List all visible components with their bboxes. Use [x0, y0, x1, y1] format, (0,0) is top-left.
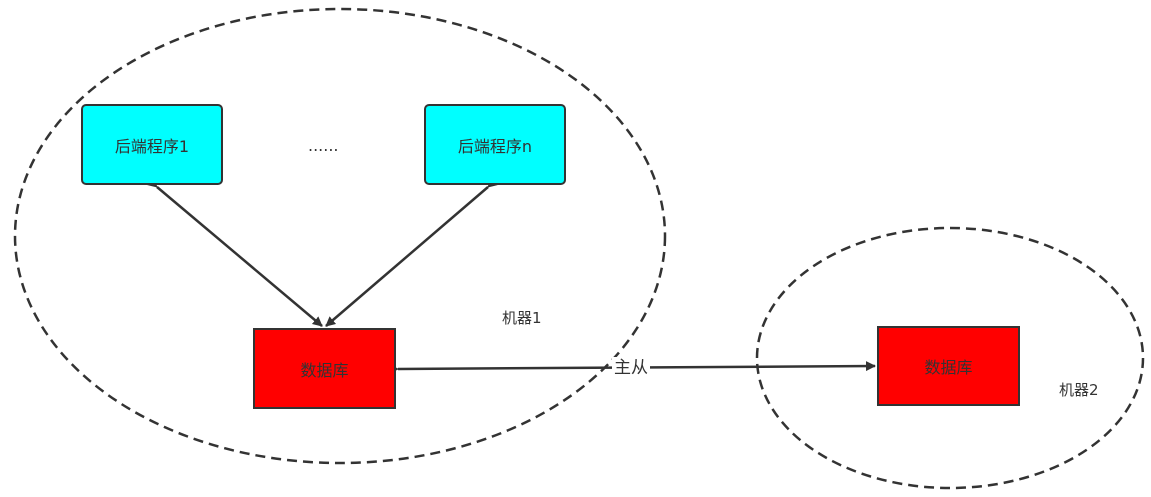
- backend-program-n-label: 后端程序n: [457, 136, 533, 156]
- database-primary-node[interactable]: 数据库: [253, 328, 396, 409]
- backend-program-n-node[interactable]: 后端程序n: [424, 104, 566, 185]
- database-replica-node[interactable]: 数据库: [877, 326, 1020, 406]
- machine-2-label: 机器2: [1059, 381, 1099, 399]
- connector-backend-n-db: [325, 177, 499, 327]
- machine-2-boundary: [755, 226, 1145, 490]
- backend-program-1-label: 后端程序1: [114, 136, 190, 156]
- backend-ellipsis: ......: [308, 136, 339, 155]
- replication-label: 主从: [612, 357, 650, 379]
- backend-program-1-node[interactable]: 后端程序1: [81, 104, 223, 185]
- machine-1-boundary: [13, 7, 667, 465]
- database-replica-label: 数据库: [924, 358, 973, 377]
- machine-1-label: 机器1: [502, 309, 542, 327]
- database-primary-label: 数据库: [300, 360, 349, 380]
- connector-backend-1-db: [146, 177, 323, 327]
